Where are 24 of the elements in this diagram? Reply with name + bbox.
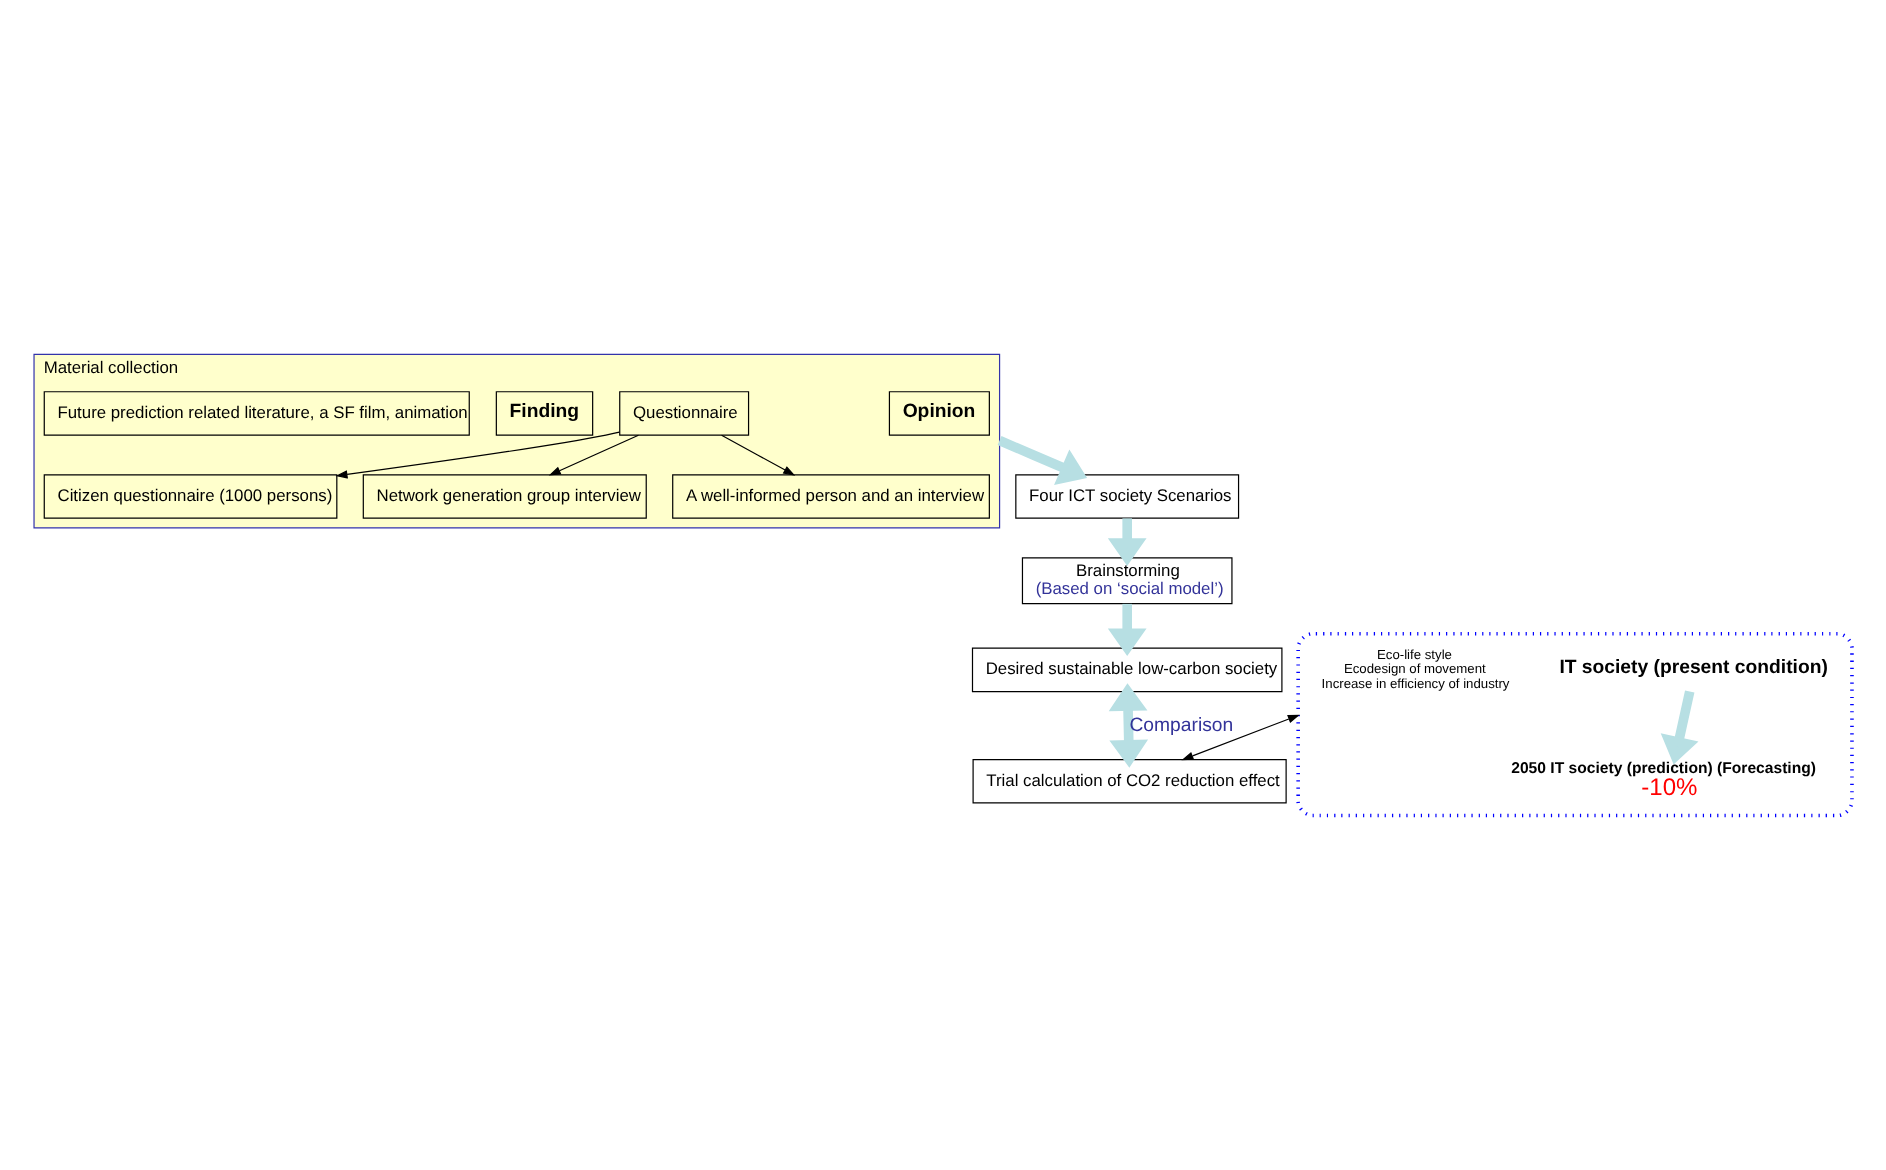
node-label: -10% [1641, 773, 1698, 802]
node-box: Trial calculation of CO2 reduction effect [972, 758, 1287, 804]
node-box: A well-informed person and an interview [672, 474, 990, 519]
node-box: Opinion [888, 391, 990, 436]
arrow [335, 431, 620, 479]
node-box: Citizen questionnaire (1000 persons) [43, 474, 338, 519]
node-box: Brainstorming (Based on ‘social model’) [1021, 557, 1233, 605]
arrow [997, 436, 1088, 485]
arrow [1107, 603, 1147, 657]
node-box: Questionnaire [619, 391, 750, 436]
node-box: Finding [495, 391, 594, 436]
node-box: Desired sustainable low-carbon society [971, 647, 1283, 693]
cluster [1296, 631, 1854, 818]
arrow [1660, 690, 1699, 765]
node-box: Network generation group interview [362, 474, 647, 519]
node-box: Future prediction related literature, a SF film, animation [43, 391, 470, 436]
arrow [1108, 683, 1149, 768]
arrow [1107, 518, 1147, 566]
node-box: Four ICT society Scenarios [1015, 474, 1240, 519]
arrow [1181, 714, 1300, 761]
arrow [721, 434, 796, 476]
node-text: IT society (present condition) [1559, 657, 1828, 680]
edge-label: Comparison [1129, 715, 1234, 738]
arrow [548, 434, 640, 476]
